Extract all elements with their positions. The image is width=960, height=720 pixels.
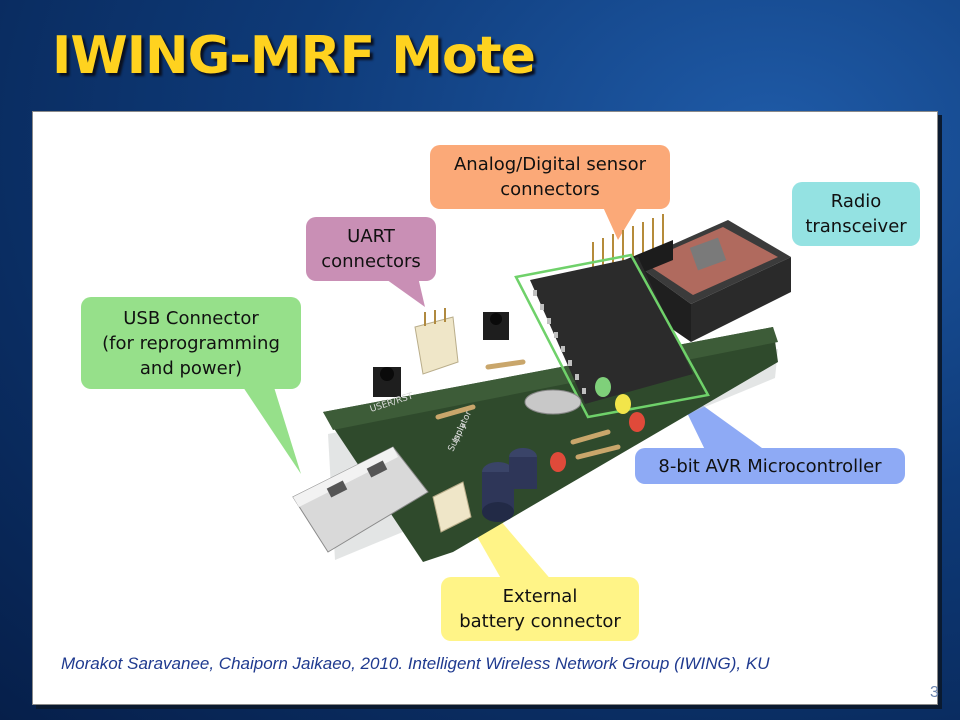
uart-connectors-callout: UART connectors [306,217,436,281]
uart-connector [414,316,459,375]
battery-connector-callout: External battery connector [441,577,639,641]
sensor-connectors-callout: Analog/Digital sensor connectors [430,145,670,209]
content-panel: USER/RST Supply Isolator USB Connector (… [32,111,938,705]
board-photo: USER/RST Supply Isolator [241,207,791,582]
uart-callout-pointer [383,277,425,307]
credit-citation: Morakot Saravanee, Chaiporn Jaikaeo, 201… [61,654,770,673]
led-red-2 [550,452,566,472]
battery-connector [432,481,472,533]
slide-title: IWING-MRF Mote [52,26,536,86]
microcontroller-callout: 8-bit AVR Microcontroller [635,448,905,484]
slide-number: 3 [930,684,939,701]
usb-callout-pointer [241,384,301,474]
led-green [595,377,611,397]
mcu-highlight [514,253,710,419]
usb-connector-callout: USB Connector (for reprogramming and pow… [81,297,301,389]
radio-transceiver-callout: Radio transceiver [792,182,920,246]
sensor-callout-pointer [603,207,638,240]
led-red [629,412,645,432]
usb-plug [292,446,429,553]
led-yellow [615,394,631,414]
